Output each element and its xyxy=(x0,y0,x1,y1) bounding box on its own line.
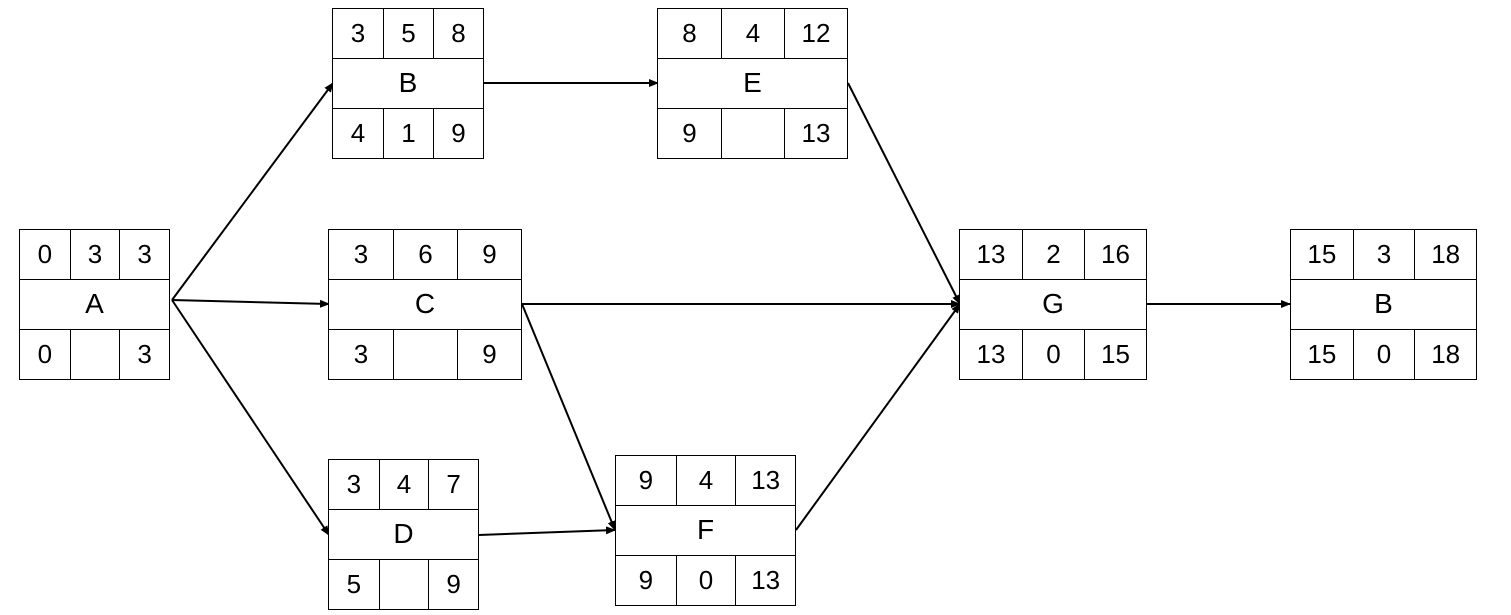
activity-name: B xyxy=(1374,288,1393,320)
float xyxy=(721,109,784,158)
early-start: 15 xyxy=(1307,238,1337,269)
arrow-d-to-f xyxy=(478,526,616,536)
arrow-a-to-d xyxy=(171,299,330,536)
activity-name: B xyxy=(398,67,418,99)
node-bottom-row: 0 3 xyxy=(20,329,169,379)
node-bottom-row: 9 13 xyxy=(658,108,847,158)
node-bottom-row: 4 1 9 xyxy=(333,108,483,158)
activity-node-c: 3 6 9 C 3 9 xyxy=(328,229,522,380)
activity-name: C xyxy=(414,288,436,320)
late-start: 9 xyxy=(682,118,697,149)
arrow-c-to-f xyxy=(521,303,616,531)
activity-node-b-final: 15 3 18 B 15 0 18 xyxy=(1290,229,1477,380)
duration: 4 xyxy=(378,460,429,509)
float xyxy=(393,330,457,379)
late-start: 13 xyxy=(976,339,1006,370)
node-bottom-row: 3 9 xyxy=(329,329,521,379)
node-top-row: 3 4 7 xyxy=(329,460,478,510)
late-start: 4 xyxy=(350,118,366,149)
activity-name: A xyxy=(85,288,104,320)
activity-node-g: 13 2 16 G 13 0 15 xyxy=(959,229,1147,380)
node-top-row: 3 6 9 xyxy=(329,230,521,280)
early-finish: 18 xyxy=(1414,230,1476,279)
early-finish: 12 xyxy=(784,9,847,58)
early-finish: 16 xyxy=(1084,230,1146,279)
early-finish: 13 xyxy=(735,456,795,505)
node-top-row: 3 5 8 xyxy=(333,9,483,59)
float: 0 xyxy=(1022,330,1084,379)
node-top-row: 0 3 3 xyxy=(20,230,169,280)
float: 1 xyxy=(383,109,433,158)
node-bottom-row: 9 0 13 xyxy=(616,555,795,605)
activity-node-f: 9 4 13 F 9 0 13 xyxy=(615,455,796,606)
late-start: 5 xyxy=(346,569,362,600)
late-start: 0 xyxy=(37,339,53,370)
node-top-row: 15 3 18 xyxy=(1291,230,1476,280)
duration: 2 xyxy=(1022,230,1084,279)
node-bottom-row: 5 9 xyxy=(329,559,478,609)
early-start: 8 xyxy=(682,17,697,48)
early-start: 3 xyxy=(350,17,366,48)
activity-node-b: 3 5 8 B 4 1 9 xyxy=(332,8,484,159)
late-finish: 9 xyxy=(428,560,478,609)
float xyxy=(378,560,429,609)
node-bottom-row: 15 0 18 xyxy=(1291,329,1476,379)
float xyxy=(69,330,120,379)
late-finish: 18 xyxy=(1414,330,1476,379)
activity-node-d: 3 4 7 D 5 9 xyxy=(328,459,479,610)
late-finish: 13 xyxy=(784,109,847,158)
arrow-e-to-g xyxy=(847,82,961,305)
activity-name: E xyxy=(743,67,762,99)
duration: 3 xyxy=(69,230,120,279)
early-finish: 3 xyxy=(119,230,169,279)
late-start: 3 xyxy=(353,339,369,370)
early-start: 0 xyxy=(37,238,53,269)
late-finish: 13 xyxy=(735,556,795,605)
early-start: 3 xyxy=(346,468,362,499)
node-top-row: 9 4 13 xyxy=(616,456,795,506)
late-start: 15 xyxy=(1307,339,1337,370)
late-finish: 3 xyxy=(119,330,169,379)
late-finish: 9 xyxy=(433,109,483,158)
float: 0 xyxy=(675,556,736,605)
early-start: 9 xyxy=(638,464,654,495)
early-finish: 9 xyxy=(457,230,521,279)
activity-name: G xyxy=(1042,288,1064,320)
duration: 5 xyxy=(383,9,433,58)
late-finish: 15 xyxy=(1084,330,1146,379)
node-bottom-row: 13 0 15 xyxy=(960,329,1146,379)
early-finish: 7 xyxy=(428,460,478,509)
early-start: 13 xyxy=(976,238,1006,269)
activity-name: F xyxy=(696,514,715,546)
late-finish: 9 xyxy=(457,330,521,379)
late-start: 9 xyxy=(638,565,654,596)
arrow-f-to-g xyxy=(795,303,961,531)
early-start: 3 xyxy=(353,238,369,269)
activity-node-e: 8 4 12 E 9 13 xyxy=(657,8,848,159)
activity-name: D xyxy=(393,518,414,550)
float: 0 xyxy=(1352,330,1415,379)
arrow-a-to-b xyxy=(171,82,334,301)
duration: 3 xyxy=(1352,230,1415,279)
activity-node-a: 0 3 3 A 0 3 xyxy=(19,229,170,380)
duration: 6 xyxy=(393,230,457,279)
node-top-row: 13 2 16 xyxy=(960,230,1146,280)
arrow-a-to-c xyxy=(171,299,330,308)
duration: 4 xyxy=(675,456,736,505)
duration: 4 xyxy=(721,9,784,58)
node-top-row: 8 4 12 xyxy=(658,9,847,59)
early-finish: 8 xyxy=(433,9,483,58)
